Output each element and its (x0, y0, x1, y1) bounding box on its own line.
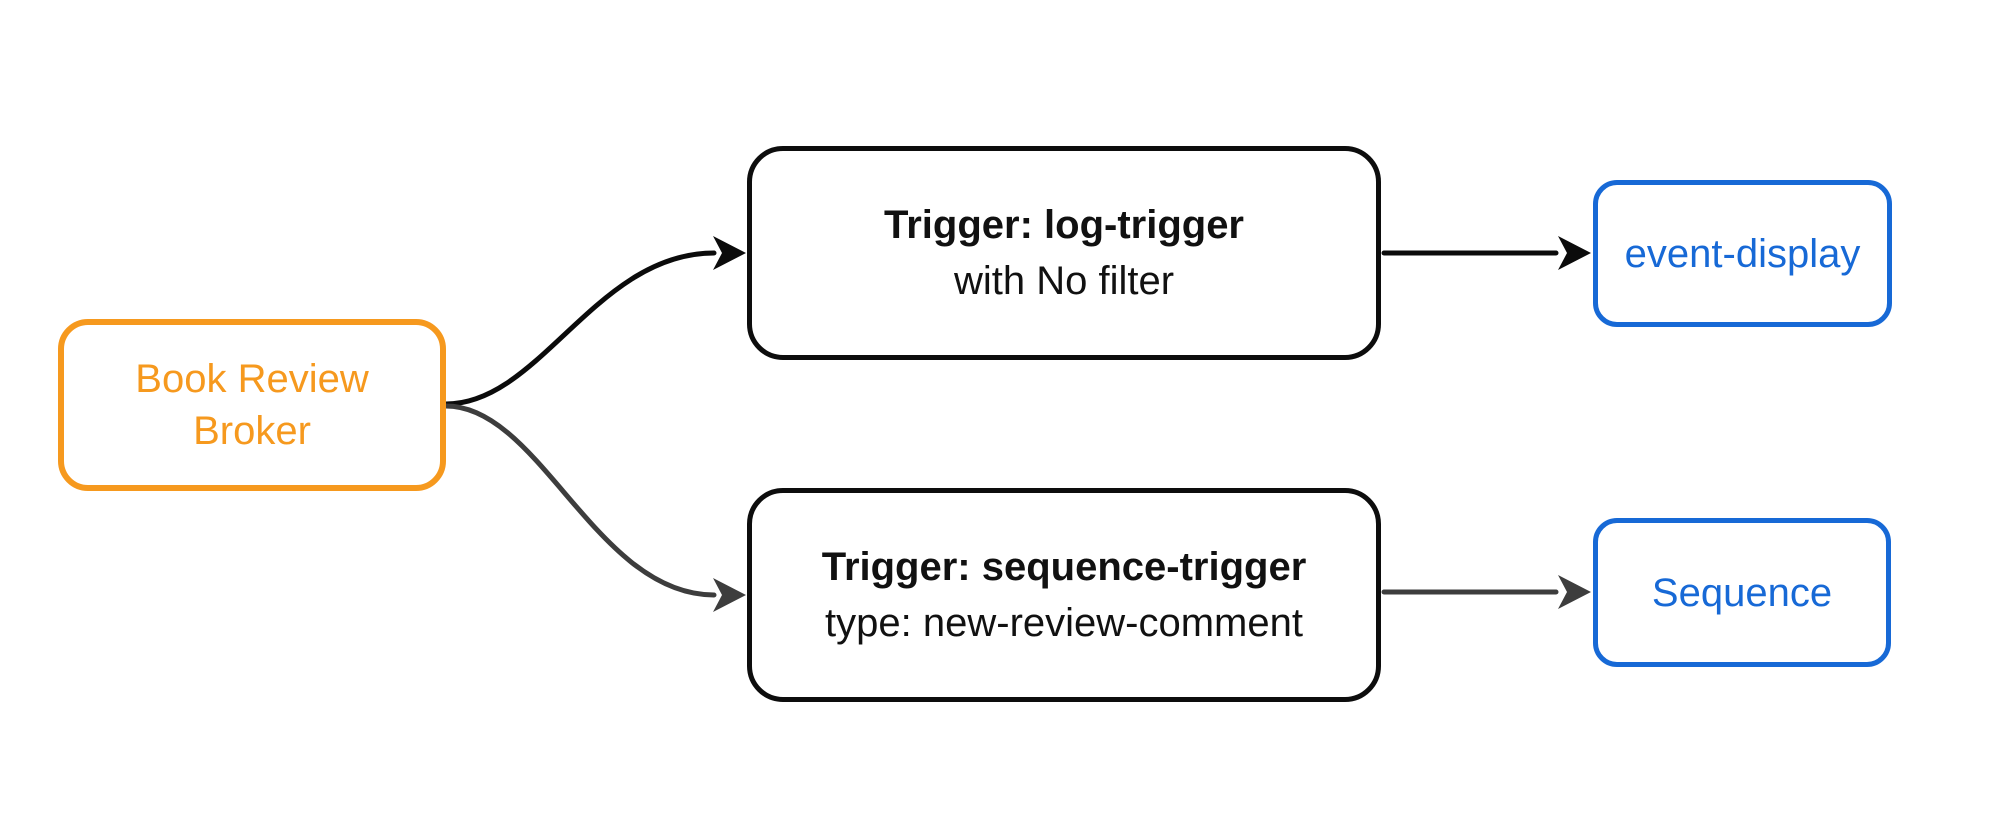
arrowhead-broker-to-log-trigger (713, 236, 746, 270)
node-sequence: Sequence (1593, 518, 1891, 667)
event-display-label: event-display (1624, 231, 1861, 276)
log-trigger-subtitle: with No filter (953, 259, 1175, 303)
node-sequence-trigger: Trigger: sequence-trigger type: new-revi… (747, 488, 1381, 702)
node-log-trigger: Trigger: log-trigger with No filter (747, 146, 1381, 360)
arrowhead-log-trigger-to-event-display (1558, 236, 1591, 270)
broker-label-line2: Broker (193, 409, 311, 453)
sequence-trigger-title: Trigger: sequence-trigger (821, 545, 1307, 589)
broker-label-line1: Book Review (135, 357, 369, 401)
arrowhead-broker-to-sequence-trigger (713, 578, 746, 612)
sequence-label: Sequence (1651, 570, 1833, 615)
sequence-trigger-subtitle: type: new-review-comment (825, 601, 1303, 645)
log-trigger-title: Trigger: log-trigger (884, 203, 1244, 247)
edge-broker-to-log-trigger (443, 250, 717, 407)
node-book-review-broker: Book Review Broker (58, 319, 446, 491)
arrowhead-sequence-trigger-to-sequence (1558, 575, 1591, 609)
node-event-display: event-display (1593, 180, 1892, 327)
edge-broker-to-sequence-trigger (443, 403, 717, 598)
